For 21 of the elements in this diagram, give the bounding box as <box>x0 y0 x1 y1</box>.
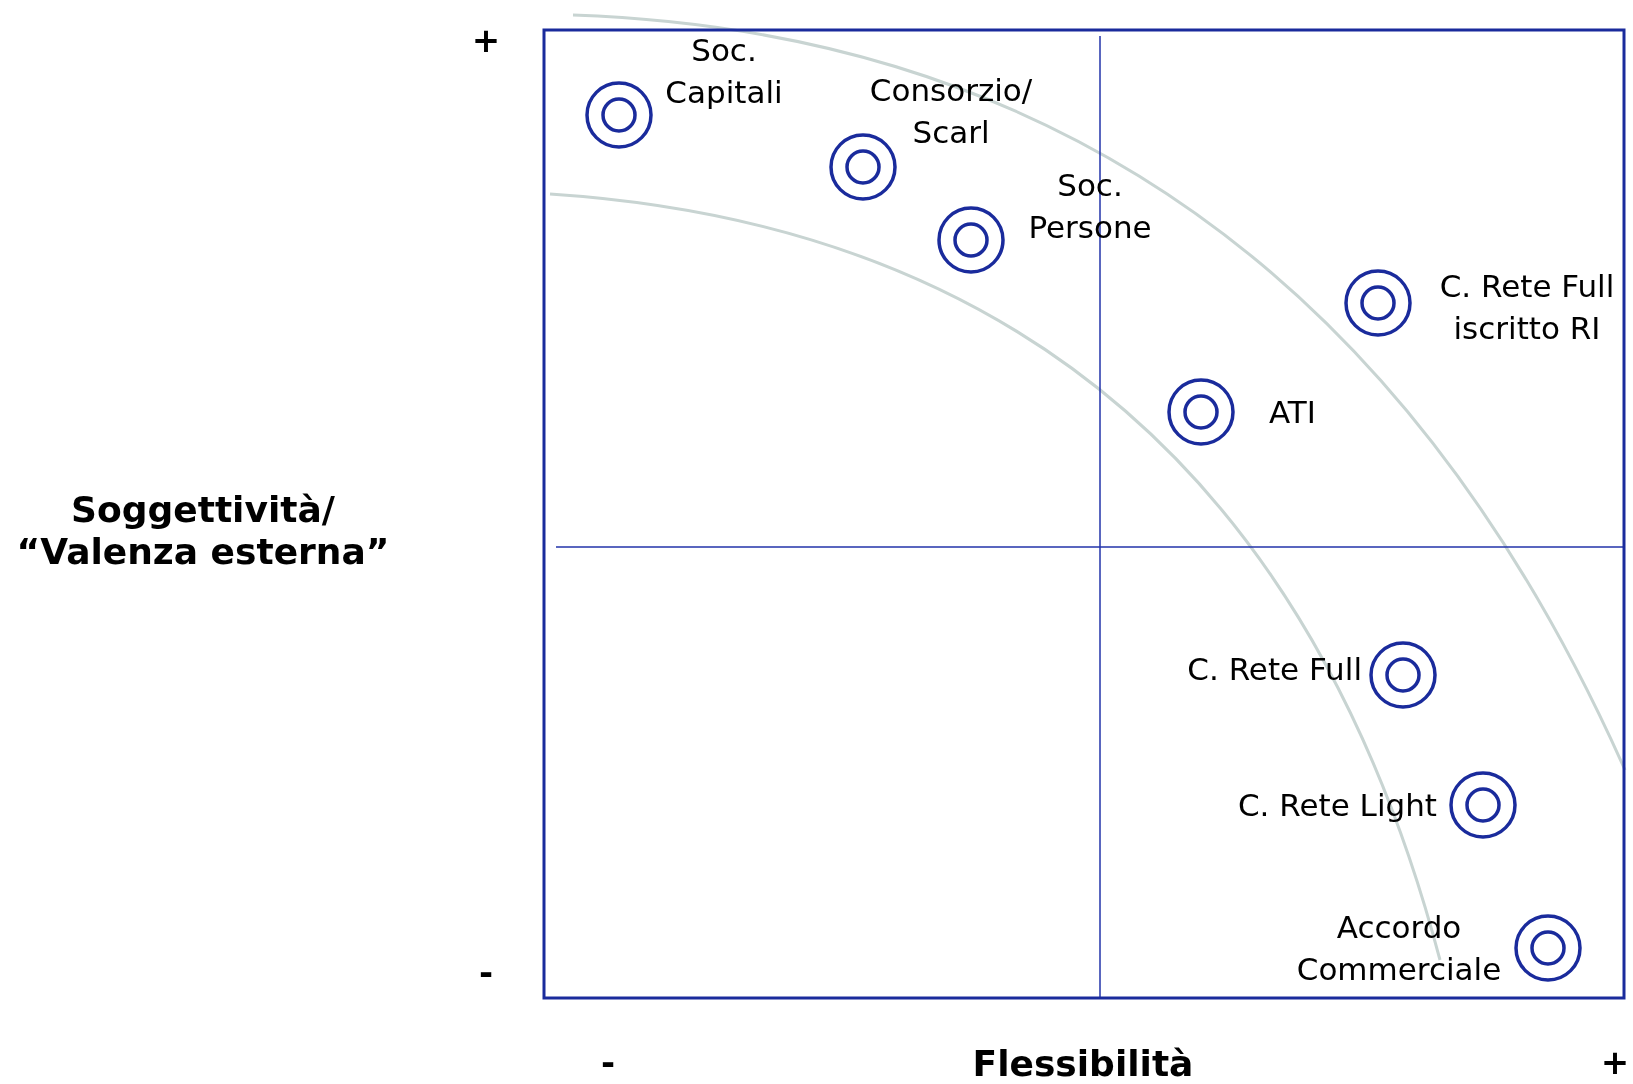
item-label: Soc. Capitali <box>664 31 784 112</box>
item-label: C. Rete Full iscritto RI <box>1438 267 1616 348</box>
double-circle-marker <box>1343 268 1413 338</box>
double-circle-marker <box>1513 913 1583 983</box>
double-circle-marker <box>936 205 1006 275</box>
double-circle-marker <box>1448 770 1518 840</box>
double-circle-marker <box>1368 640 1438 710</box>
axis-end-sign: - <box>599 1041 617 1083</box>
axis-end-sign: - <box>477 951 495 993</box>
item-label: ATI <box>1269 393 1317 432</box>
item-label: C. Rete Light <box>1236 786 1437 825</box>
double-circle-marker <box>1166 377 1236 447</box>
item-label: Consorzio/ Scarl <box>868 71 1034 152</box>
item-label: C. Rete Full <box>1186 650 1362 689</box>
double-circle-marker <box>828 132 898 202</box>
axis-end-sign: + <box>470 19 502 61</box>
item-label: Accordo Commerciale <box>1295 908 1503 989</box>
axis-title: Soggettività/ “Valenza esterna” <box>15 489 391 573</box>
axis-title: Flessibilità <box>971 1043 1195 1084</box>
double-circle-marker <box>584 80 654 150</box>
axis-end-sign: + <box>1600 1041 1630 1083</box>
